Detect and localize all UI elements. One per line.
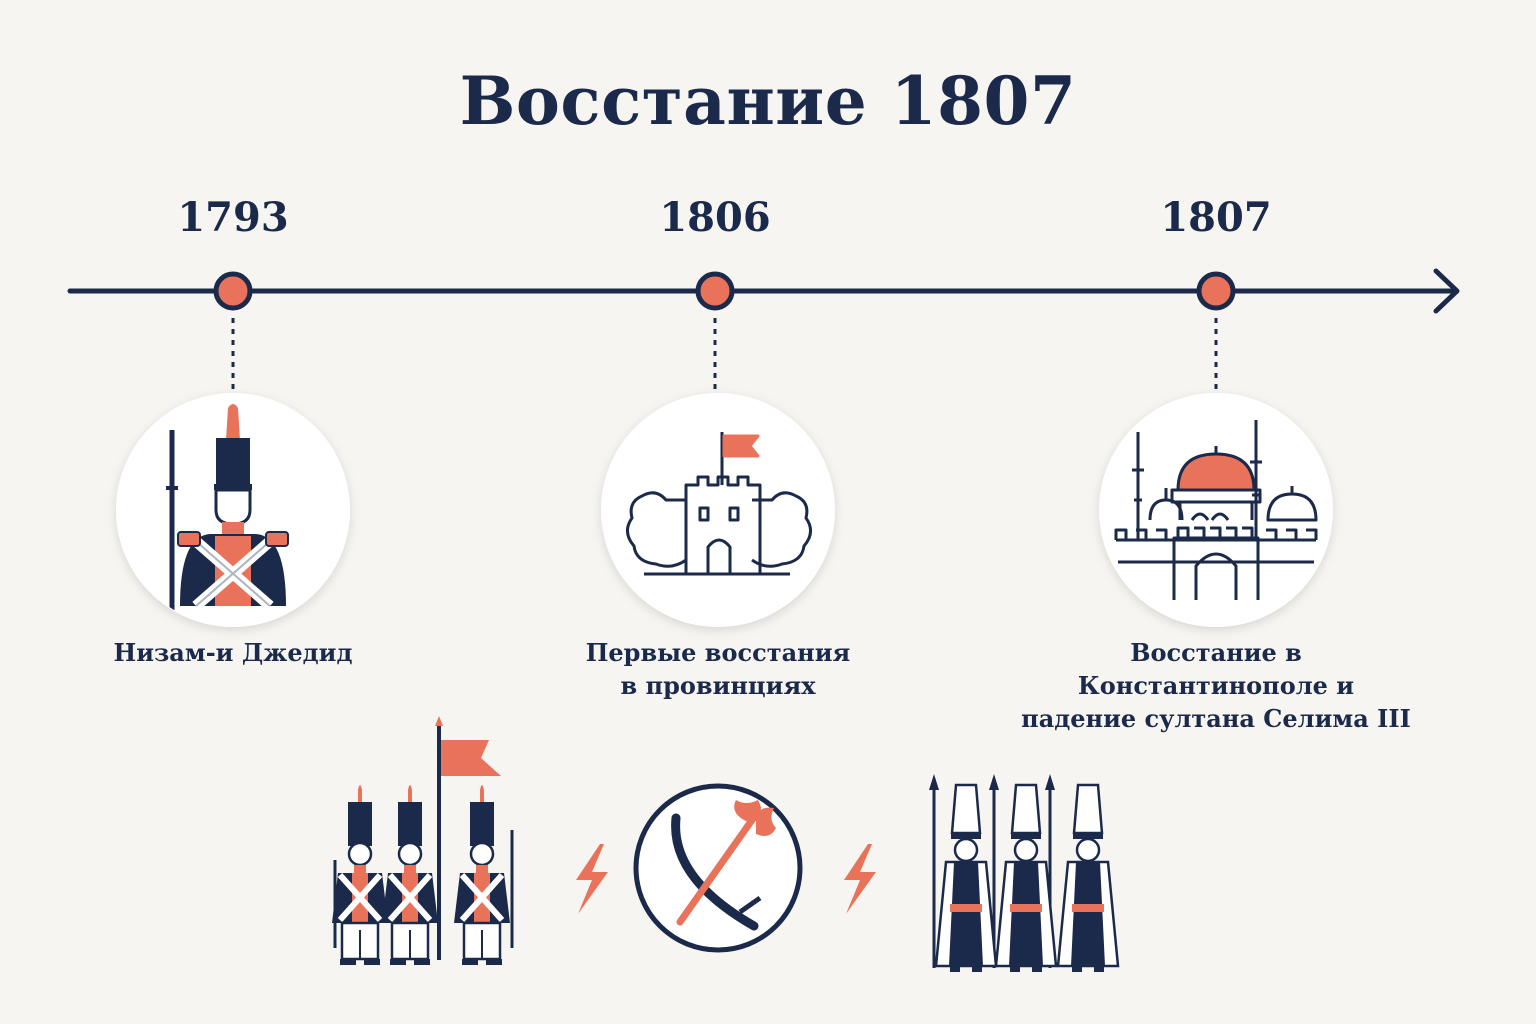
janissaries-group-icon <box>929 774 1120 974</box>
event-label-line: Низам-и Джедид <box>113 638 353 667</box>
timeline-marker-1806 <box>695 271 735 390</box>
event-label-1807: Восстание в Константинополе и падение су… <box>1006 636 1426 735</box>
lightning-icon <box>576 844 608 914</box>
nizam-soldiers-group-icon <box>332 716 514 965</box>
event-label-line: Константинополе и <box>1077 671 1355 700</box>
constantinople-mosque-icon <box>1114 420 1318 600</box>
event-label-line: в провинциях <box>620 671 816 700</box>
event-label-line: падение султана Селима III <box>1021 704 1411 733</box>
event-label-1793: Низам-и Джедид <box>23 636 443 669</box>
page-title: Восстание 1807 <box>459 62 1077 140</box>
fortress-flag-icon <box>626 432 812 576</box>
event-circle-1807 <box>1099 393 1333 627</box>
timeline-marker-1793 <box>213 271 253 390</box>
event-circle-1806 <box>601 393 835 627</box>
timeline-arrow-icon <box>1433 268 1460 314</box>
crossed-sword-axe-icon <box>633 783 803 953</box>
year-1793: 1793 <box>177 194 289 241</box>
nizam-soldier-icon <box>166 404 289 611</box>
event-label-line: Восстание в <box>1130 638 1302 667</box>
timeline-marker-1807 <box>1196 271 1236 390</box>
year-1806: 1806 <box>659 194 771 241</box>
event-label-line: Первые восстания <box>585 638 851 667</box>
year-1807: 1807 <box>1160 194 1272 241</box>
event-label-1806: Первые восстания в провинциях <box>508 636 928 702</box>
lightning-icon <box>844 844 876 914</box>
